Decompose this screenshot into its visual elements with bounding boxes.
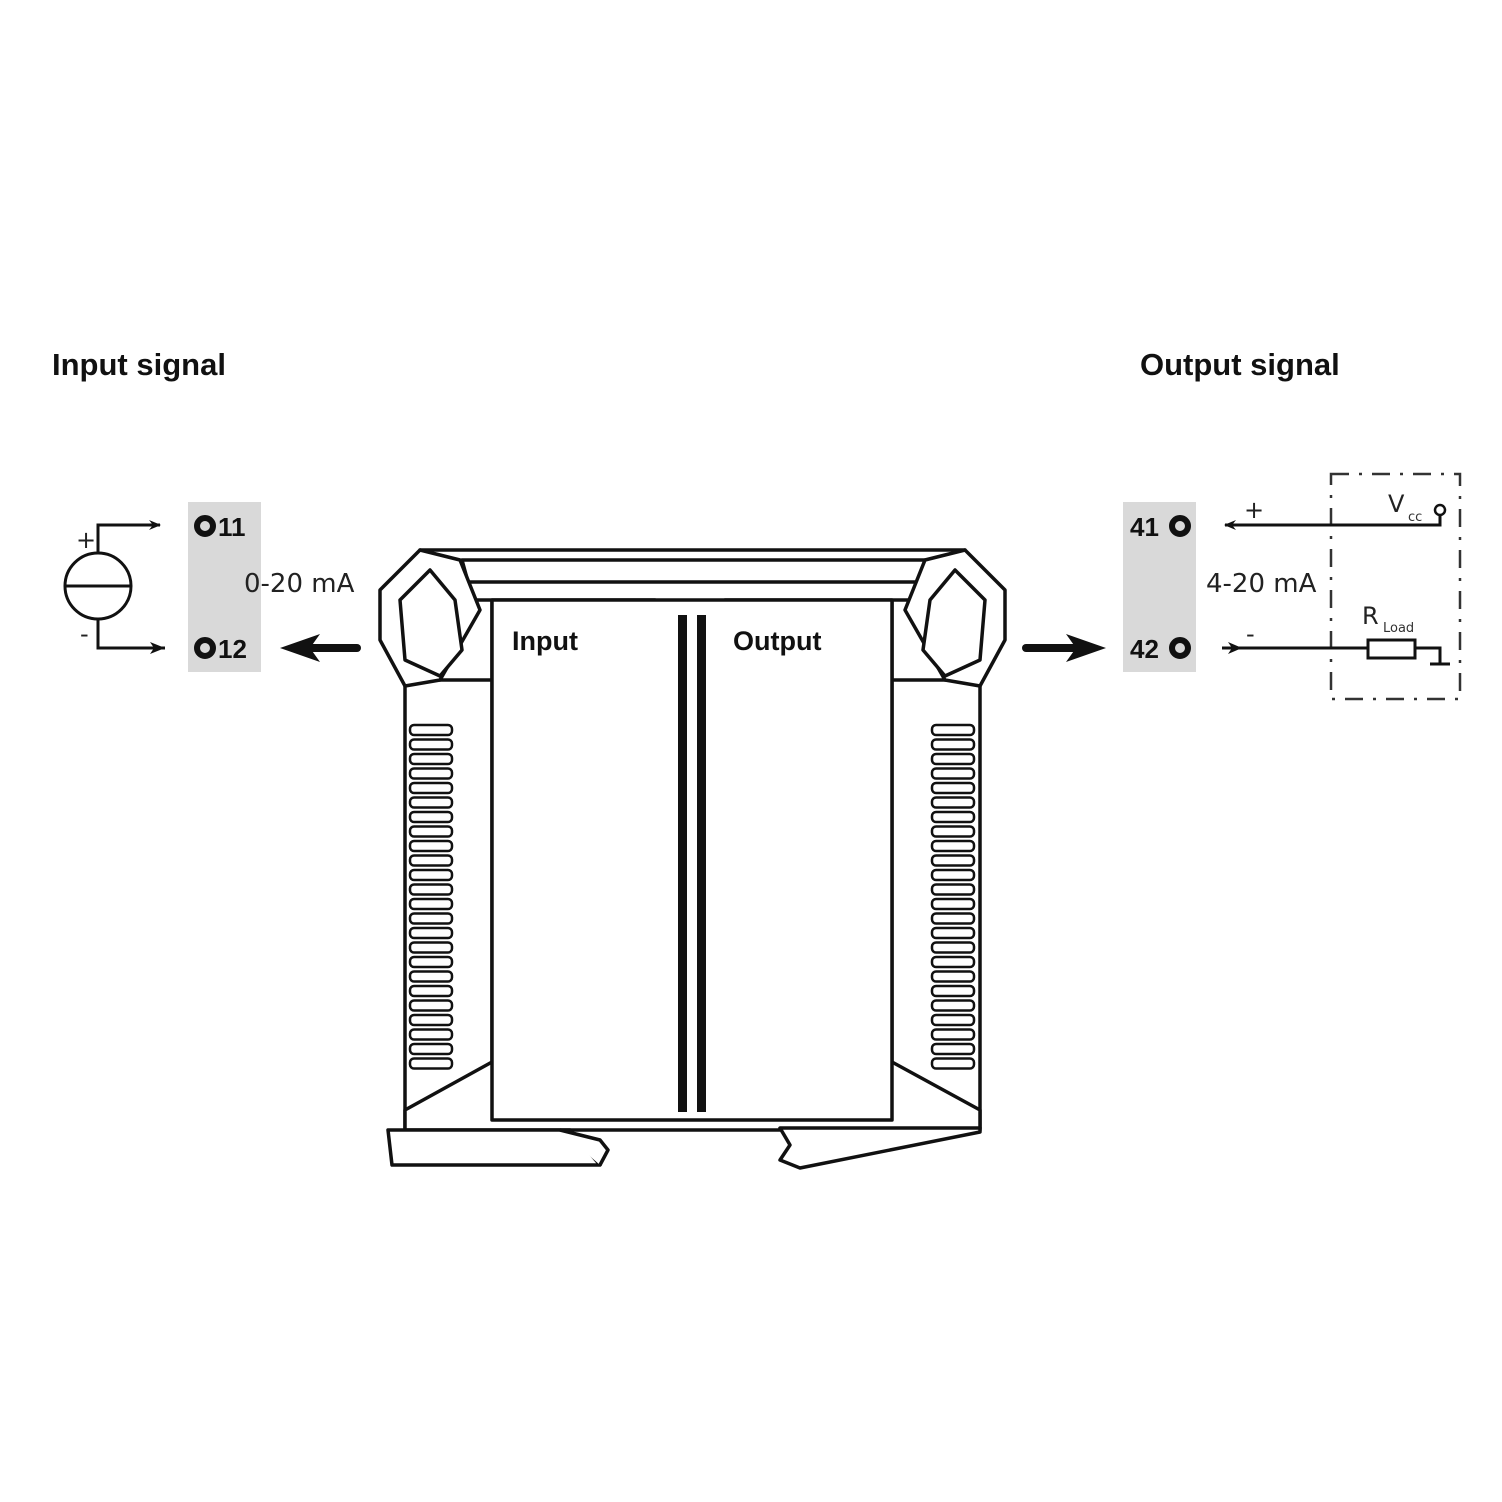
vent-slot: [930, 868, 976, 882]
left-vents: [408, 723, 454, 1070]
vent-slot: [930, 810, 976, 824]
vent-slot: [930, 970, 976, 983]
right-vents: [930, 723, 976, 1070]
front-panel: [490, 598, 894, 1122]
vent-slot: [930, 999, 976, 1012]
vent-slot: [930, 723, 976, 737]
vent-slot: [408, 796, 454, 809]
device-input-label: Input: [512, 626, 578, 656]
vent-slot: [408, 955, 454, 969]
output-plus-label: +: [1244, 496, 1264, 524]
vent-slot: [408, 984, 454, 998]
terminal-42-label: 42: [1130, 634, 1159, 664]
din-foot-right: [778, 1126, 982, 1170]
vent-slot: [408, 883, 454, 896]
terminal-41-label: 41: [1130, 512, 1159, 542]
separator-bar: [697, 615, 706, 1112]
vent-slot: [930, 897, 976, 911]
vent-slot: [408, 767, 454, 780]
vent-slot: [930, 926, 976, 940]
vcc-subscript: cc: [1408, 510, 1422, 525]
signal-isolator-device: Input Output: [378, 548, 1007, 1170]
vent-slot: [930, 912, 976, 925]
vent-slot: [930, 941, 976, 954]
vent-slot: [930, 752, 976, 766]
separator-bar: [678, 615, 687, 1112]
input-minus-wire: [96, 619, 165, 650]
vent-slot: [930, 839, 976, 853]
vent-slot: [408, 1013, 454, 1027]
vent-slot: [930, 1042, 976, 1056]
terminal-41-screw-icon: [1169, 515, 1191, 537]
output-wiring: 41 42 4-20 mA + V cc - R Load: [1022, 472, 1462, 701]
input-range-label: 0-20 mA: [244, 569, 355, 599]
vent-slot: [408, 1028, 454, 1041]
vent-slot: [930, 1013, 976, 1027]
output-plus-wire: [1224, 516, 1442, 530]
output-minus-label: -: [1246, 620, 1255, 648]
vent-slot: [930, 1057, 976, 1070]
vent-slot: [408, 897, 454, 911]
vent-slot: [930, 883, 976, 896]
terminal-11-label: 11: [218, 512, 246, 542]
vent-slot: [408, 723, 454, 737]
vent-slot: [408, 970, 454, 983]
vent-slot: [408, 912, 454, 925]
terminal-11-screw-icon: [194, 515, 216, 537]
vent-slot: [930, 781, 976, 795]
vent-slot: [408, 810, 454, 824]
vent-slot: [408, 839, 454, 853]
rload-label: R: [1362, 602, 1379, 630]
vcc-terminal-icon: [1433, 503, 1447, 517]
vent-slot: [930, 955, 976, 969]
vent-slot: [930, 825, 976, 838]
input-plus-wire: [96, 520, 161, 553]
vent-slot: [408, 781, 454, 795]
vent-slot: [930, 854, 976, 867]
terminal-12-label: 12: [218, 634, 247, 664]
input-minus-label: -: [80, 620, 89, 648]
external-circuit-boundary: [1329, 472, 1462, 701]
vent-slot: [408, 941, 454, 954]
terminal-12-screw-icon: [194, 637, 216, 659]
input-wiring: + - 11 12 0-20 mA: [63, 502, 361, 672]
vent-slot: [408, 752, 454, 766]
vent-slot: [408, 999, 454, 1012]
input-plus-label: +: [76, 526, 96, 554]
load-resistor-icon: [1366, 638, 1417, 660]
vent-slot: [408, 825, 454, 838]
vent-slot: [930, 738, 976, 751]
output-signal-heading: Output signal: [1140, 347, 1340, 382]
vent-slot: [930, 1028, 976, 1041]
vent-slot: [408, 926, 454, 940]
vent-slot: [930, 984, 976, 998]
vent-slot: [408, 854, 454, 867]
vent-slot: [408, 1057, 454, 1070]
device-output-label: Output: [733, 626, 821, 656]
output-range-label: 4-20 mA: [1206, 569, 1317, 599]
vent-slot: [408, 868, 454, 882]
input-signal-heading: Input signal: [52, 347, 226, 382]
vent-slot: [408, 738, 454, 751]
vent-slot: [930, 767, 976, 780]
vcc-label: V: [1388, 490, 1405, 518]
rload-subscript: Load: [1383, 621, 1414, 636]
vent-slot: [408, 1042, 454, 1056]
ground-icon: [1415, 646, 1450, 666]
terminal-42-screw-icon: [1169, 637, 1191, 659]
vent-slot: [930, 796, 976, 809]
